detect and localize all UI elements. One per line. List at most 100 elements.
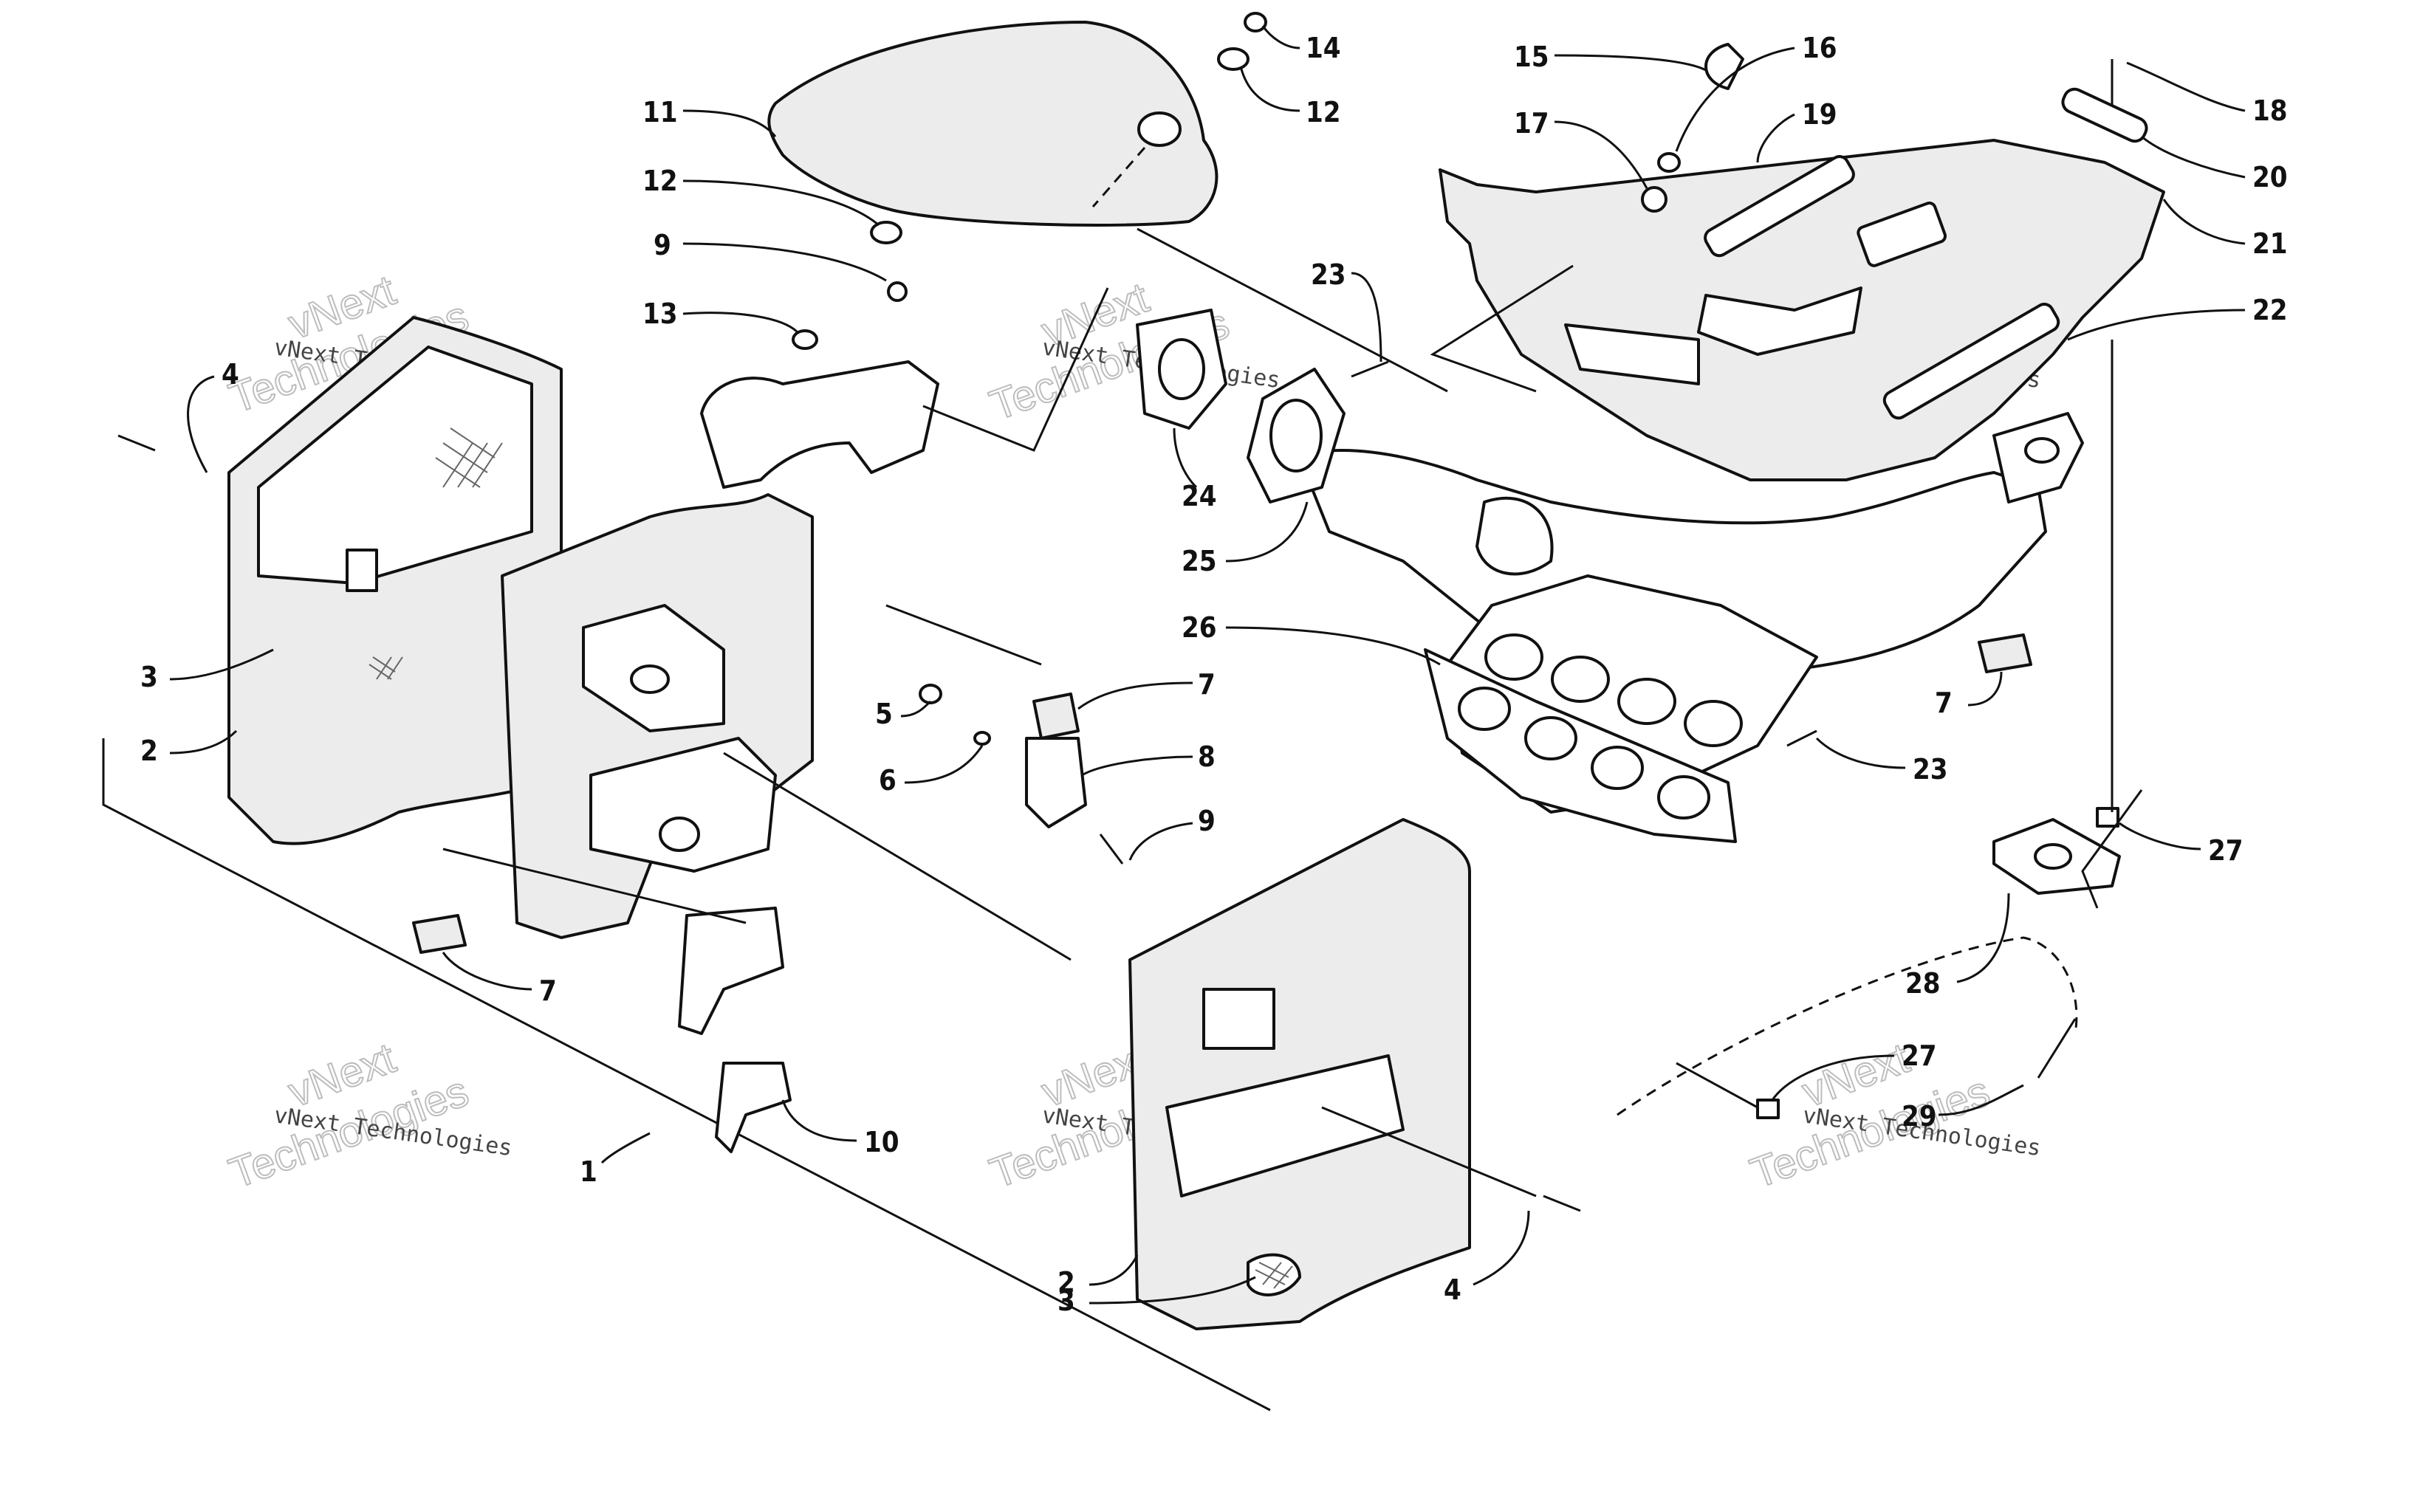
- leader-1: [600, 1132, 651, 1164]
- callout-2: 2: [140, 735, 158, 767]
- bolt-9: [1099, 834, 1124, 865]
- nut-5: [919, 684, 942, 704]
- nut-14: [1244, 12, 1267, 32]
- callout-23: 23: [1311, 258, 1346, 291]
- callout-16: 16: [1802, 32, 1837, 64]
- shield-window: [1202, 988, 1275, 1050]
- callout-29: 29: [1902, 1100, 1937, 1133]
- callout-22: 22: [2252, 294, 2288, 326]
- watermark-bottom-left: vNext Technologies vNext Technologies: [222, 1033, 513, 1198]
- heat-shield-upper: [767, 21, 1218, 227]
- hidden-edge: [1091, 147, 1146, 207]
- shield-slot: [346, 549, 378, 592]
- mesh-patch: [435, 427, 503, 488]
- leader-3: [1089, 1276, 1256, 1305]
- callout-9: 9: [1198, 805, 1216, 837]
- callout-7: 7: [1198, 668, 1216, 701]
- leader-13: [682, 312, 799, 334]
- manifold-port: [1551, 656, 1610, 703]
- leader-18: [2126, 61, 2246, 112]
- rivet-4-lower: [1543, 1195, 1581, 1212]
- leader-24: [1173, 427, 1198, 489]
- callout-27: 27: [1902, 1040, 1937, 1072]
- catalytic-converter: [1475, 496, 1554, 576]
- muffler-shield-right-panel: [1165, 1054, 1405, 1197]
- assembly-lines: [442, 227, 2143, 1197]
- bolt-23: [1351, 360, 1389, 378]
- muffler-lower-panel: [589, 737, 777, 873]
- bracket-hole: [2024, 437, 2060, 464]
- gasket-port: [1524, 716, 1577, 760]
- leader-17: [1554, 120, 1648, 189]
- callout-12: 12: [1306, 96, 1341, 128]
- shield-recess: [1564, 323, 1700, 385]
- callout-3: 3: [140, 661, 158, 693]
- leader-4: [187, 375, 215, 473]
- callout-2: 2: [1058, 1266, 1075, 1299]
- callout-9: 9: [654, 229, 671, 261]
- gasket-bore: [1269, 399, 1323, 472]
- mounts: [412, 633, 2121, 1153]
- leader-22: [2067, 309, 2246, 341]
- shield-mount-hole: [1137, 111, 1182, 147]
- muffler-port: [659, 817, 700, 852]
- chassis-outline: [1617, 936, 2078, 1116]
- watermark-bottom-right: vNext Technologies vNext Technologies: [1744, 1033, 2042, 1198]
- mesh-patch: [369, 656, 403, 680]
- muffler-shield-right: [1128, 818, 1471, 1330]
- gasket-strip-19: [1704, 155, 1855, 258]
- leader-14: [1261, 25, 1300, 49]
- assembly-line: [1430, 264, 1574, 393]
- assembly-line: [885, 604, 1042, 666]
- leader-12: [1239, 66, 1300, 112]
- callout-20: 20: [2252, 161, 2288, 193]
- leader-2: [1089, 1254, 1139, 1286]
- assembly-line: [1676, 1062, 1758, 1109]
- leader-9: [1128, 822, 1193, 861]
- muffler-inlet-pipe: [700, 360, 939, 489]
- assembly-line: [2037, 1018, 2077, 1079]
- muffler-shield-right-body: [1128, 818, 1471, 1330]
- leader-25: [1225, 501, 1309, 563]
- assembly-line: [922, 287, 1109, 452]
- heat-shield-upper-body: [767, 21, 1218, 227]
- clamp-15: [1704, 43, 1744, 90]
- leader-4: [1473, 1210, 1530, 1286]
- manifold-port: [1684, 700, 1743, 747]
- callouts: 1 2 2 3 3 4 4 5 6 7 7 7 8: [140, 25, 2288, 1317]
- callout-7: 7: [539, 975, 557, 1007]
- leader-27: [1771, 1054, 1895, 1101]
- leader-9: [682, 242, 887, 282]
- manifold-port: [1484, 633, 1543, 681]
- leader-5: [900, 700, 932, 718]
- grommet-7-right: [1978, 633, 2032, 673]
- washer-12-top: [1217, 47, 1250, 71]
- callout-18: 18: [2252, 94, 2288, 127]
- leader-23: [1351, 272, 1382, 362]
- callout-28: 28: [1905, 967, 1941, 1000]
- callout-26: 26: [1182, 611, 1217, 644]
- gasket-strip-22: [1882, 303, 2060, 420]
- leader-10: [781, 1099, 857, 1142]
- leader-7: [442, 952, 532, 991]
- callout-24: 24: [1182, 480, 1217, 512]
- leader-15: [1554, 54, 1707, 72]
- leader-19: [1756, 113, 1795, 163]
- callout-12: 12: [642, 165, 678, 197]
- manifold-gasket: [1424, 648, 1737, 843]
- callout-3: 3: [1058, 1285, 1075, 1317]
- assembly-line: [1137, 227, 1448, 393]
- gasket-20: [2061, 87, 2148, 143]
- assembly-line: [442, 848, 747, 924]
- nut-16: [1657, 152, 1681, 173]
- leader-6: [904, 745, 984, 784]
- gasket-bore: [1158, 338, 1205, 400]
- gasket-port: [1458, 687, 1511, 731]
- callout-27: 27: [2208, 834, 2244, 867]
- assembly-line: [2081, 789, 2143, 909]
- callout-14: 14: [1306, 32, 1341, 64]
- gasket-port: [1657, 775, 1710, 819]
- exhaust-header: [1298, 412, 2084, 814]
- leader-12: [682, 179, 880, 227]
- callout-5: 5: [875, 698, 893, 730]
